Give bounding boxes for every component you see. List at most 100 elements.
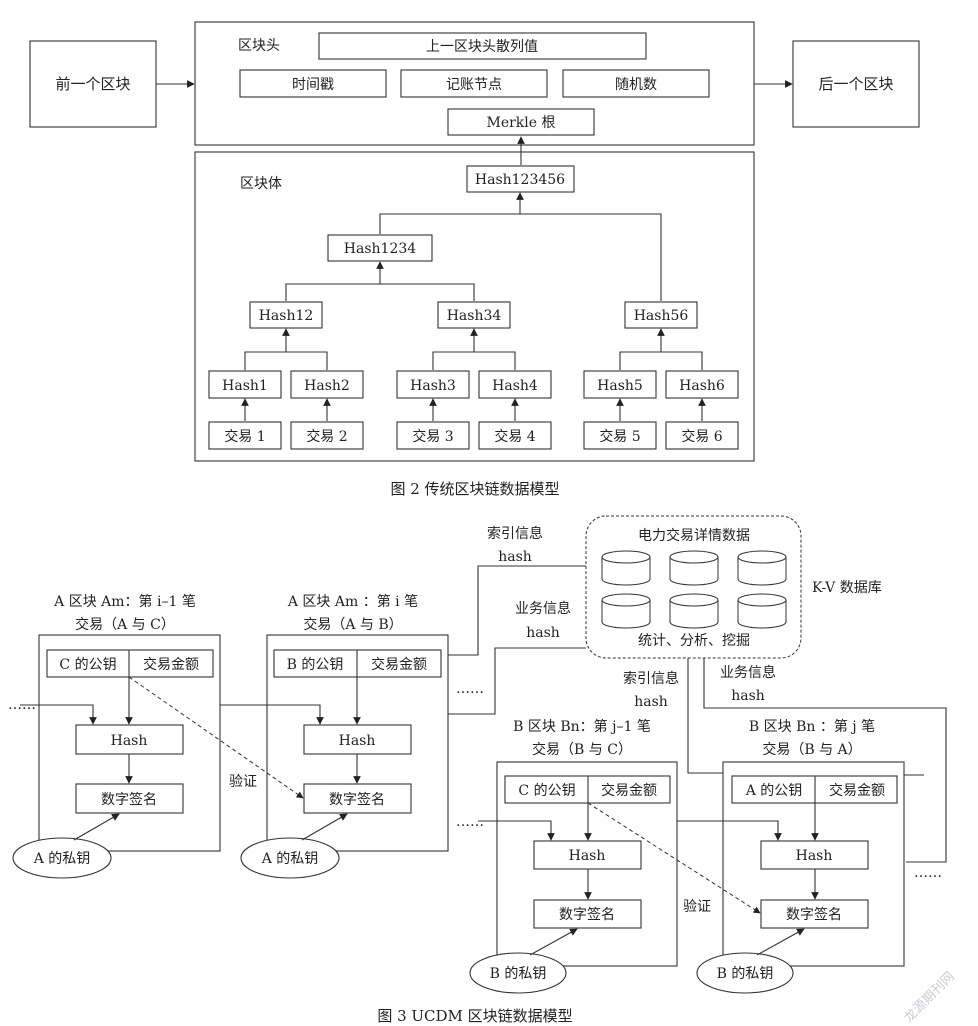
hash6-label: Hash6 xyxy=(679,378,725,394)
block-b1-amount: 交易金额 xyxy=(601,782,657,799)
merkle-root-label: Merkle 根 xyxy=(486,115,555,131)
block-b2-key: B 的私钥 xyxy=(717,966,774,982)
hash56-label: Hash56 xyxy=(634,308,689,324)
next-block-box xyxy=(792,40,920,128)
hash1234-label: Hash1234 xyxy=(344,241,416,257)
block-a2-hash: Hash xyxy=(339,733,376,749)
next-block-label: 后一个区块 xyxy=(818,75,893,93)
hash123456-box xyxy=(466,165,575,193)
database-icon xyxy=(737,550,787,586)
block-b2-title-1: B 区块 Bn ：第 j 笔 xyxy=(749,718,875,735)
block-a2-amount: 交易金额 xyxy=(371,656,427,673)
block-a2-hash-box xyxy=(303,724,412,755)
block-b2-hash-box xyxy=(760,840,869,870)
block-b2-sig: 数字签名 xyxy=(786,906,842,923)
block-body-title: 区块体 xyxy=(240,176,282,192)
hash56-box xyxy=(624,301,698,329)
block-b1-key: B 的私钥 xyxy=(490,966,547,982)
kv-db-label: K-V 数据库 xyxy=(812,580,882,596)
index-info-label-2: 索引信息 xyxy=(623,670,679,687)
block-header-frame xyxy=(194,21,755,146)
tx1-box xyxy=(208,421,282,450)
block-b1-hash: Hash xyxy=(569,848,606,864)
block-b1-title-1: B 区块 Bn：第 j–1 笔 xyxy=(513,718,651,735)
database-icon xyxy=(669,550,719,586)
figure-3-caption: 图 3 UCDM 区块链数据模型 xyxy=(377,1007,572,1025)
database-icon xyxy=(601,550,651,586)
hash-link-lines xyxy=(448,565,947,863)
block-header-title: 区块头 xyxy=(238,38,280,54)
hash12-label: Hash12 xyxy=(259,308,314,324)
ellipsis-left: …… xyxy=(8,697,36,713)
tx5-box xyxy=(583,421,657,450)
block-a2-sig-box xyxy=(303,783,412,814)
block-a1-hash: Hash xyxy=(111,733,148,749)
merkle-tree-connectors xyxy=(241,192,706,421)
database-icon xyxy=(669,593,719,629)
tx2-box xyxy=(290,421,364,450)
block-b2-key-ellipse xyxy=(696,952,794,994)
hash5-box xyxy=(583,370,657,399)
tx3-label: 交易 3 xyxy=(412,428,453,445)
ellipsis-middle: …… xyxy=(456,681,484,697)
tx1-label: 交易 1 xyxy=(224,428,265,445)
figure-3: 电力交易详情数据 统计、分析、挖掘 K-V 数据库 索引信息 xyxy=(8,515,947,1025)
nonce-box xyxy=(562,69,710,98)
hash123456-label: Hash123456 xyxy=(475,172,565,188)
block-b2: B 区块 Bn ：第 j 笔 交易（B 与 A） A 的公钥 交易金额 Hash… xyxy=(677,718,905,994)
hash2-label: Hash2 xyxy=(304,378,350,394)
watermark: 龙源期刊网 xyxy=(901,969,958,1026)
block-a1-amount: 交易金额 xyxy=(143,656,199,673)
block-b2-frame xyxy=(722,761,905,967)
hash4-box xyxy=(478,370,552,399)
verify-label-1: 验证 xyxy=(229,774,257,790)
block-a1-key-ellipse xyxy=(12,837,112,879)
block-a1-record xyxy=(46,649,214,678)
block-b1: B 区块 Bn：第 j–1 笔 交易（B 与 C） C 的公钥 交易金额 Has… xyxy=(469,718,678,994)
block-a2-pubkey: B 的公钥 xyxy=(287,657,344,673)
hash3-box xyxy=(396,370,470,399)
hash3-label: Hash3 xyxy=(410,378,456,394)
database-icon-group xyxy=(601,550,787,629)
hash12-box xyxy=(249,301,323,329)
figure-2-caption: 图 2 传统区块链数据模型 xyxy=(390,480,559,498)
hash-label-1: hash xyxy=(498,549,532,565)
hash-label-4: hash xyxy=(731,688,765,704)
block-b1-frame xyxy=(496,761,678,967)
hash5-label: Hash5 xyxy=(597,378,643,394)
tx6-label: 交易 6 xyxy=(681,428,722,445)
business-info-label-2: 业务信息 xyxy=(720,664,776,681)
kv-title: 电力交易详情数据 xyxy=(638,527,750,544)
database-icon xyxy=(737,593,787,629)
kv-caption: 统计、分析、挖掘 xyxy=(638,633,750,649)
verify-label-2: 验证 xyxy=(683,899,711,915)
tx3-box xyxy=(396,421,470,450)
prev-hash-box xyxy=(318,32,647,60)
tx5-label: 交易 5 xyxy=(599,428,640,445)
block-a2-title-1: A 区块 Am ：第 i 笔 xyxy=(287,593,418,610)
hash-label-3: hash xyxy=(634,694,668,710)
hash34-label: Hash34 xyxy=(447,308,502,324)
ellipsis-right: …… xyxy=(914,865,942,881)
figure-2: 前一个区块 后一个区块 区块头 上一区块头散列值 时间戳 记账节点 随机数 Me… xyxy=(29,21,920,498)
record-node-label: 记账节点 xyxy=(446,77,502,93)
block-b2-hash: Hash xyxy=(796,848,833,864)
block-b2-title-2: 交易（B 与 A） xyxy=(762,741,861,758)
hash4-label: Hash4 xyxy=(492,378,538,394)
block-a1-frame xyxy=(38,634,221,852)
block-a2-key: A 的私钥 xyxy=(261,851,319,867)
block-b1-sig-box xyxy=(533,899,642,929)
block-a2-sig: 数字签名 xyxy=(329,791,385,808)
block-body-frame xyxy=(194,151,755,462)
hash2-box xyxy=(290,370,364,399)
tx2-label: 交易 2 xyxy=(306,428,347,445)
business-info-label-1: 业务信息 xyxy=(515,600,571,617)
block-a2-frame xyxy=(266,634,449,852)
ellipsis-b-left: …… xyxy=(456,814,484,830)
block-a1: A 区块 Am：第 i–1 笔 交易（A 与 C） C 的公钥 交易金额 Has… xyxy=(12,593,221,879)
timestamp-box xyxy=(239,69,387,98)
timestamp-label: 时间戳 xyxy=(292,77,334,93)
verify-arrow-1 xyxy=(128,676,304,799)
block-a1-hash-box xyxy=(75,724,184,755)
